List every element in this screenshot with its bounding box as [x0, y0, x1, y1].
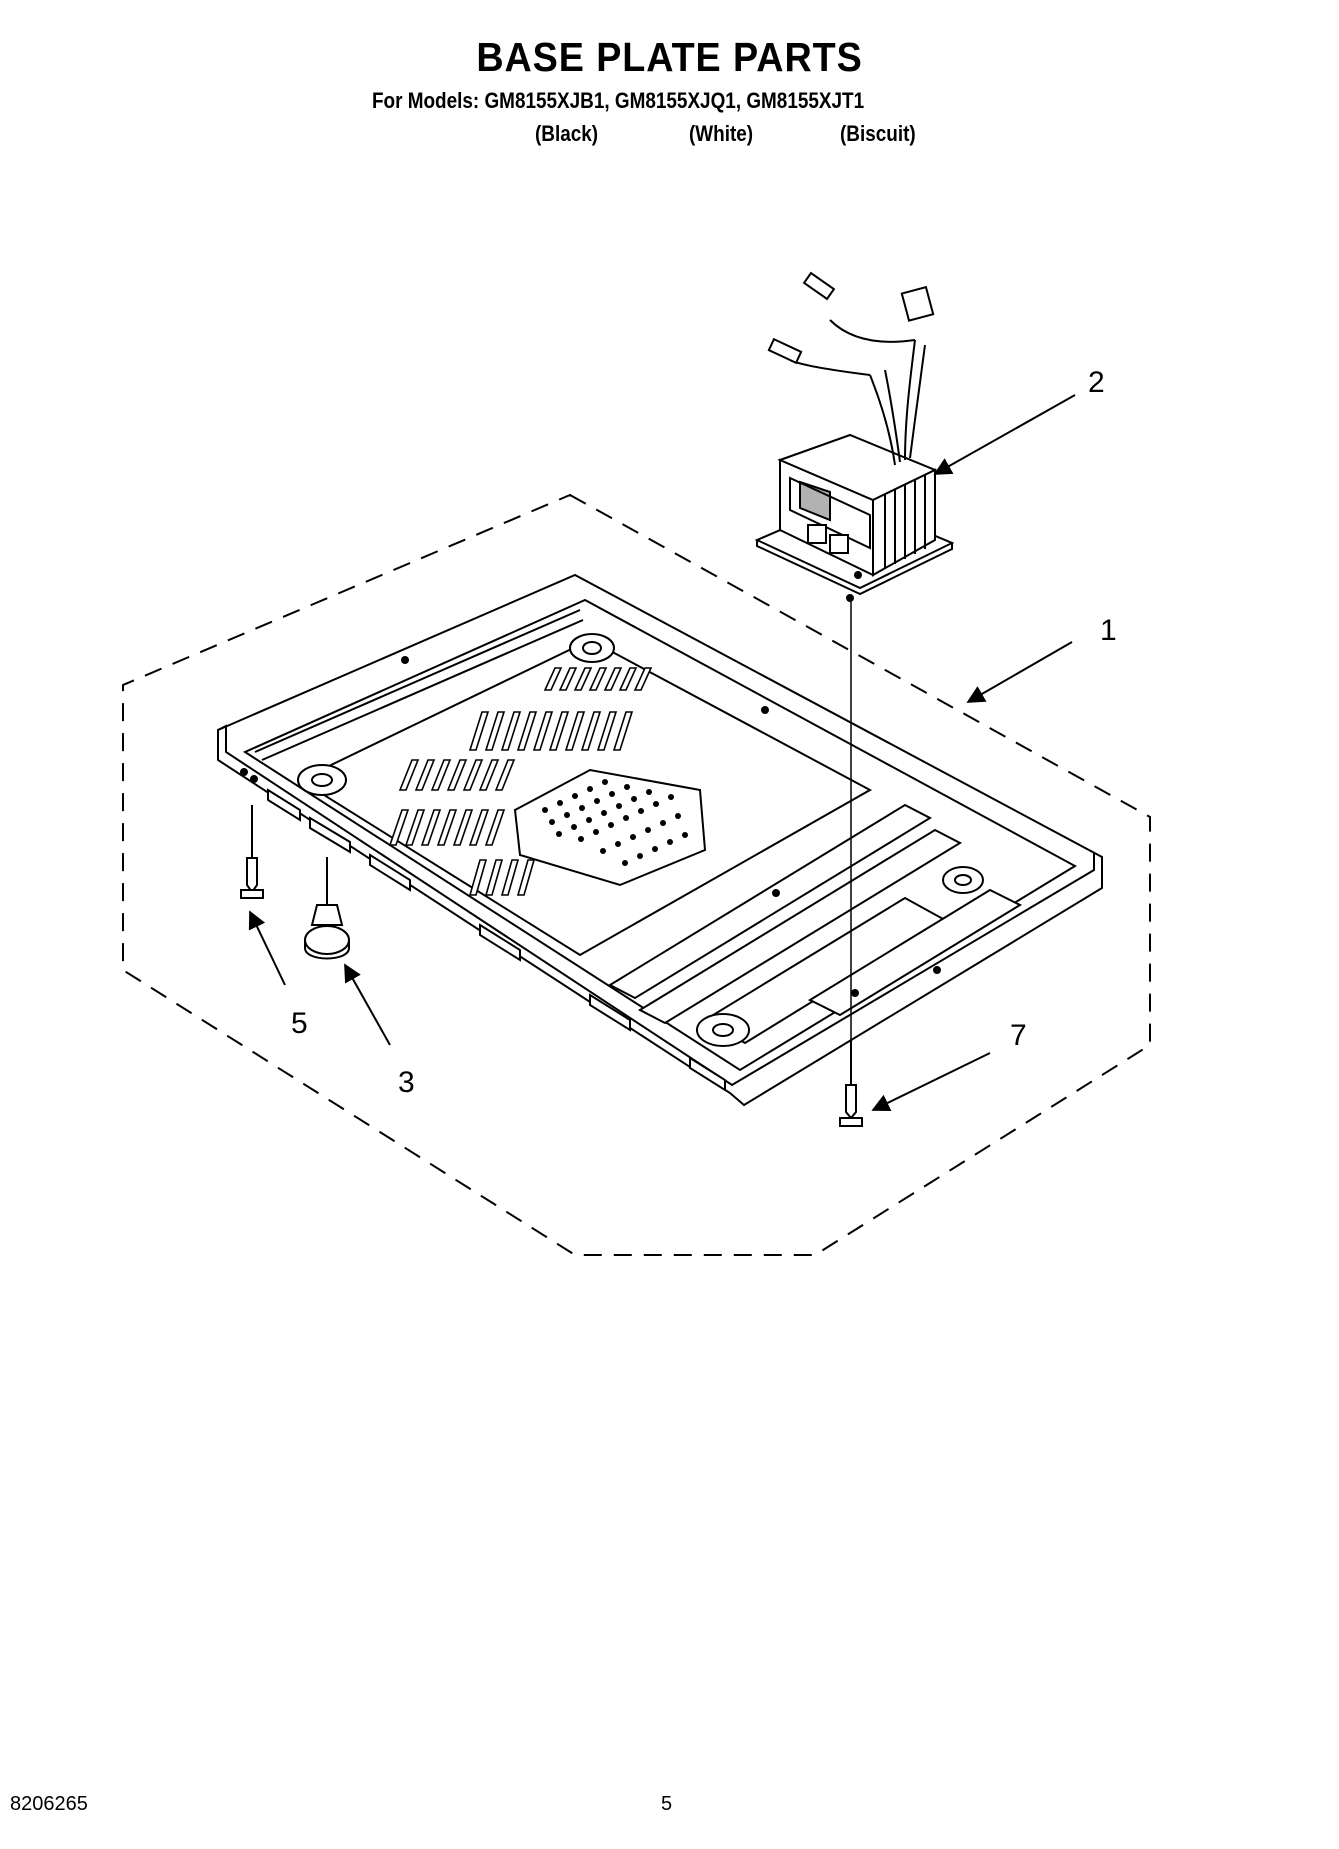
perforated-grid [513, 768, 707, 887]
transformer [754, 271, 955, 602]
assembly-boundary [122, 493, 1151, 1256]
color-biscuit: (Biscuit) [840, 121, 916, 146]
leader-lines [248, 394, 1076, 1111]
callout-7: 7 [1010, 1019, 1027, 1052]
header: BASE PLATE PARTS [0, 34, 1339, 81]
color-black: (Black) [535, 121, 599, 146]
callout-1: 1 [1100, 614, 1117, 647]
page-title: BASE PLATE PARTS [476, 34, 863, 80]
vent-louvers [388, 667, 653, 896]
callout-5: 5 [291, 1007, 308, 1040]
rubber-foot [304, 857, 350, 960]
screw-right [839, 1040, 863, 1127]
callout-3: 3 [398, 1066, 415, 1099]
color-white: (White) [689, 121, 754, 146]
leader-line-3 [344, 963, 391, 1046]
models-line: For Models: GM8155XJB1, GM8155XJQ1, GM81… [372, 88, 865, 113]
page-number: 5 [661, 1793, 673, 1815]
colors-line: (Black) (White) (Biscuit) [0, 121, 1339, 151]
leader-line-5 [248, 910, 286, 986]
leader-line-7 [871, 1052, 991, 1111]
screw-left [240, 805, 264, 899]
leader-line-1 [966, 641, 1073, 703]
callout-2: 2 [1088, 366, 1105, 399]
document-number: 8206265 [10, 1793, 88, 1815]
leader-line-2 [933, 394, 1076, 475]
